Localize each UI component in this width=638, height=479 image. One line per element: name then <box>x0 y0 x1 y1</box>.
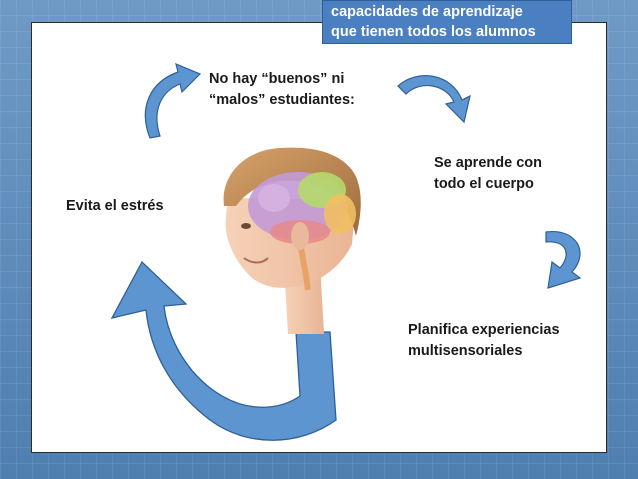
label-evita-line-1: Evita el estrés <box>66 198 164 214</box>
curved-arrow-icon <box>397 75 471 124</box>
label-planifica-line-2: multisensoriales <box>408 343 523 359</box>
curved-arrow-icon <box>110 260 337 441</box>
label-se-aprende-line-2: todo el cuerpo <box>434 176 534 192</box>
label-no-hay-line-2: “malos” estudiantes: <box>209 92 355 108</box>
label-se-aprende-line-1: Se aprende con <box>434 155 542 171</box>
curved-arrow-icon <box>144 62 202 139</box>
title-box: capacidades de aprendizaje que tienen to… <box>322 0 572 44</box>
title-line-2: que tienen todos los alumnos <box>331 24 536 40</box>
curved-arrow-icon <box>545 231 582 289</box>
label-planifica: Planifica experiencias multisensoriales <box>408 320 560 362</box>
brain-head-illustration <box>223 147 361 334</box>
label-no-hay-line-1: No hay “buenos” ni <box>209 71 345 87</box>
label-evita: Evita el estrés <box>66 196 164 217</box>
label-se-aprende: Se aprende con todo el cuerpo <box>434 153 542 195</box>
label-no-hay: No hay “buenos” ni “malos” estudiantes: <box>209 69 355 111</box>
label-planifica-line-1: Planifica experiencias <box>408 322 560 338</box>
title-line-1: capacidades de aprendizaje <box>331 4 523 20</box>
